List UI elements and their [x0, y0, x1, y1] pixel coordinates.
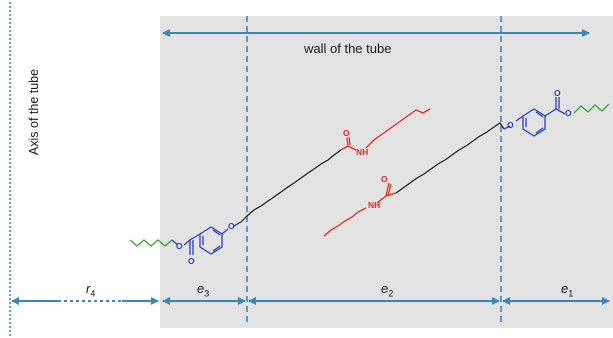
segment-symbol: e: [197, 281, 205, 296]
backbone-chain-right: [395, 122, 505, 194]
ether-oxygen-right: O: [507, 120, 514, 130]
segment-symbol: e: [561, 281, 569, 296]
wall-label: wall of the tube: [304, 41, 392, 56]
segment-symbol: r: [86, 281, 91, 296]
segment-subscript: 2: [388, 288, 394, 299]
ester-oxygen-left: O: [176, 241, 183, 251]
amide-chain-upper: [340, 108, 431, 151]
axis-label: Axis of the tube: [27, 68, 41, 156]
segment-subscript: 1: [568, 288, 574, 299]
alkyl-tail-right: [573, 103, 610, 114]
segment-subscript: 3: [204, 288, 210, 299]
segment-symbol: e: [381, 281, 389, 296]
amide-chain-lower: [323, 182, 397, 237]
amide-carbonyl-oxygen-upper: O: [343, 128, 350, 138]
amide-carbonyl-oxygen-lower: O: [381, 174, 388, 184]
ester-group-left: [171, 221, 242, 255]
carbonyl-oxygen-right: O: [554, 88, 561, 98]
ester-group-right: [503, 97, 566, 137]
ester-oxygen-right: O: [565, 108, 572, 118]
carbonyl-oxygen-left: O: [188, 256, 195, 266]
amide-nh-lower: NH: [368, 200, 380, 210]
backbone-chain-left: [240, 149, 342, 223]
segment-label-e3: e3: [197, 281, 209, 299]
tube-wall-region: [160, 16, 613, 328]
ether-oxygen-left: O: [228, 221, 235, 231]
segment-label-e1: e1: [561, 281, 573, 299]
segment-label-e2: e2: [381, 281, 393, 299]
segment-label-r4: r4: [86, 281, 95, 299]
segment-subscript: 4: [90, 288, 96, 299]
alkyl-tail-left: [129, 239, 173, 247]
amide-nh-upper: NH: [356, 147, 368, 157]
